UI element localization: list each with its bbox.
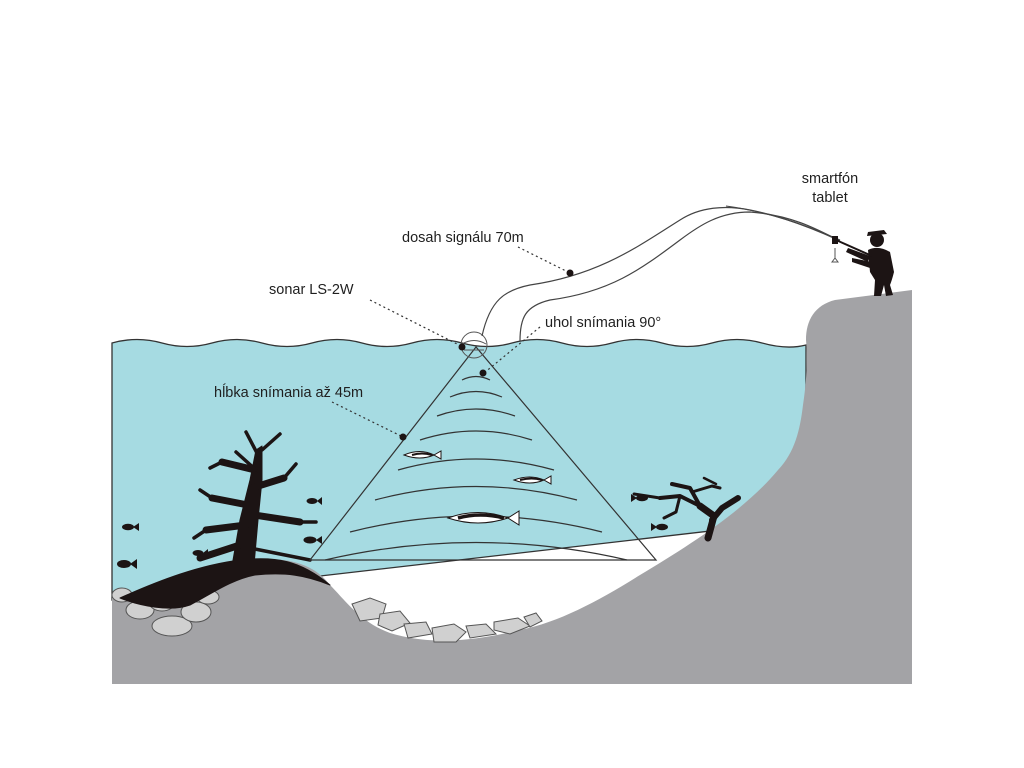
- ground: [112, 290, 912, 684]
- fish-icon: [446, 510, 520, 526]
- underwater-tree-right: [632, 476, 741, 542]
- small-fish-group: [117, 494, 668, 569]
- fishing-line: [725, 205, 839, 241]
- fish-icon: [631, 494, 648, 502]
- stones-middle: [351, 597, 543, 643]
- angle-label: uhol snímania 90°: [545, 315, 662, 331]
- fish-icon: [122, 523, 139, 531]
- water: [111, 338, 807, 601]
- device-label: smartfón tablet: [780, 170, 880, 208]
- sonar-label: sonar LS-2W: [269, 282, 354, 298]
- fish-icon: [512, 475, 552, 485]
- smartphone-icon: [831, 236, 839, 263]
- fish-icon: [117, 559, 137, 569]
- underwater-tree-left: [119, 430, 331, 609]
- fish-icon: [306, 497, 322, 505]
- cone-fish-group: [402, 450, 552, 526]
- range-label: dosah signálu 70m: [402, 230, 524, 246]
- stones-left: [111, 587, 220, 637]
- depth-label: hĺbka snímania až 45m: [214, 385, 364, 401]
- fish-icon: [402, 450, 442, 460]
- fish-icon: [651, 523, 668, 531]
- leader-dots: [399, 269, 574, 441]
- fishing-rod: [835, 239, 873, 257]
- fish-icon: [303, 536, 322, 544]
- device-label-line2: tablet: [812, 190, 848, 206]
- leader-lines: [331, 246, 571, 438]
- fish-icon: [192, 549, 208, 557]
- device-label-line1: smartfón: [801, 171, 859, 187]
- fisherman-silhouette-icon: [846, 230, 894, 296]
